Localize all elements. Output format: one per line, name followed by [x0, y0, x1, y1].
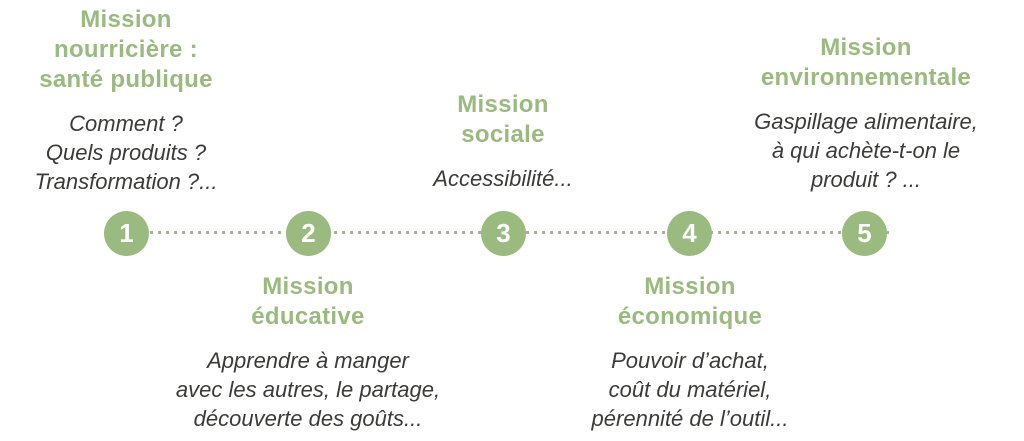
mission-title-nourriciere: Mission nourricière : santé publique: [39, 6, 213, 93]
step-4-number: 4: [682, 217, 697, 248]
step-2-marker: 2: [286, 211, 331, 256]
step-3-marker: 3: [481, 211, 526, 256]
mission-description-economique: Pouvoir d’achat, coût du matériel, péren…: [591, 348, 789, 431]
step-4-marker: 4: [667, 211, 712, 256]
step-5-number: 5: [857, 217, 872, 248]
step-1-labels: Mission nourricière : santé publique Com…: [0, 5, 252, 196]
mission-description-environnementale: Gaspillage alimentaire, à qui achète-t-o…: [754, 109, 978, 192]
step-5-marker: 5: [842, 211, 887, 256]
step-1-number: 1: [119, 217, 134, 248]
mission-description-sociale: Accessibilité...: [433, 166, 573, 191]
mission-description-nourriciere: Comment ? Quels produits ? Transformatio…: [34, 111, 218, 194]
mission-title-educative: Mission éducative: [251, 273, 365, 330]
step-3-number: 3: [496, 217, 511, 248]
mission-title-sociale: Mission sociale: [457, 91, 549, 148]
step-2-number: 2: [301, 217, 316, 248]
step-2-labels: Mission éducative Apprendre à manger ave…: [148, 272, 468, 433]
step-5-labels: Mission environnementale Gaspillage alim…: [704, 33, 1024, 194]
step-3-labels: Mission sociale Accessibilité...: [383, 90, 623, 193]
mission-title-environnementale: Mission environnementale: [760, 34, 972, 91]
step-4-labels: Mission économique Pouvoir d’achat, coût…: [540, 272, 840, 433]
mission-title-economique: Mission économique: [617, 273, 763, 330]
step-1-marker: 1: [104, 211, 149, 256]
mission-description-educative: Apprendre à manger avec les autres, le p…: [175, 348, 441, 431]
